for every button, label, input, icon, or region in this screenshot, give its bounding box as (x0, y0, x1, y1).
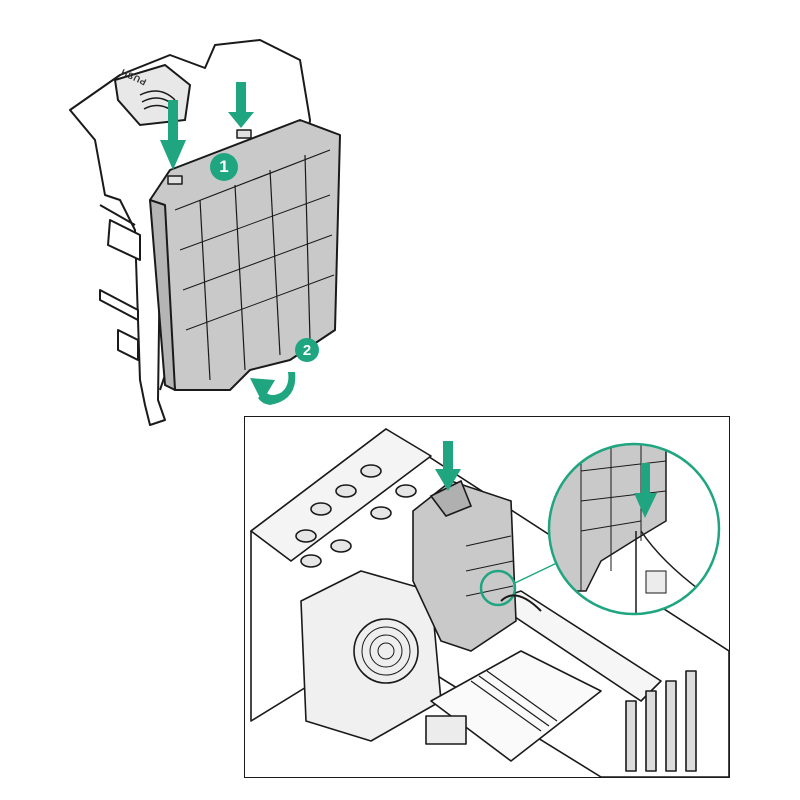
installed-baffle (412, 479, 517, 652)
step-2-callout: 2 (295, 338, 319, 362)
arrow-down-left-icon (160, 100, 186, 170)
drive-bay-holes (295, 464, 417, 568)
step-1-callout: 1 (210, 153, 238, 181)
rear-slots (625, 670, 697, 772)
cpu-socket (425, 715, 467, 745)
baffle-body (149, 119, 341, 391)
fan-icon (353, 618, 419, 684)
chassis-illustration (250, 428, 729, 777)
detail-circle-small (479, 569, 517, 607)
arrow-down-icon (435, 441, 461, 491)
inset-panel (244, 416, 730, 778)
arrow-down-right-icon (228, 82, 254, 128)
magnified-detail (547, 442, 721, 616)
magnified-arrow-down-icon (634, 463, 657, 518)
curved-arrow-icon (250, 372, 296, 405)
